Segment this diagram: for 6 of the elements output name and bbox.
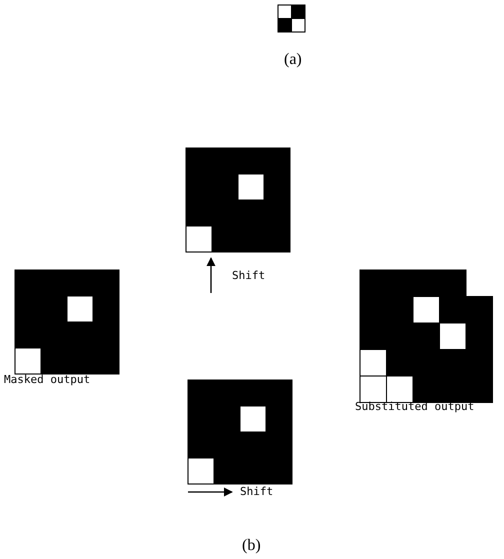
shift-label: Shift bbox=[240, 486, 274, 497]
figure-label: (a) bbox=[284, 52, 302, 68]
figure-label: (b) bbox=[242, 538, 261, 554]
caption-label: Masked output bbox=[4, 374, 90, 385]
shift-label: Shift bbox=[232, 270, 266, 281]
caption-label: Substituted output bbox=[355, 401, 474, 412]
